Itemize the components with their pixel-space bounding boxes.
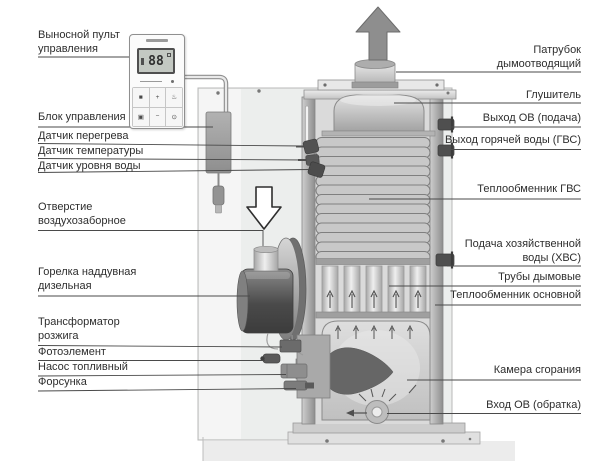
burner [236, 237, 331, 399]
heating-supply-port [437, 118, 455, 131]
label-ignition-transformer: Трансформатор розжига [38, 316, 120, 342]
label-dhw-heat-exchanger: Теплообменник ГВС [477, 183, 581, 195]
remote-button-grid: ■ + ♨ ▣ − ⊙ [132, 87, 183, 127]
ignition-transformer [279, 339, 302, 353]
dhw-coil [315, 137, 431, 263]
flue-gas-flow-arrows [326, 289, 422, 308]
floor-shadow [202, 437, 515, 461]
remote-brand-mark [146, 39, 168, 42]
control-cable-connector [212, 185, 225, 214]
lcd-digits: 88 [148, 53, 164, 69]
mode-icon: ■ [133, 88, 149, 107]
power-icon: ⊙ [166, 107, 182, 126]
cold-water-inlet-port [435, 253, 455, 267]
smoke-tubes [315, 258, 431, 319]
label-diesel-burner: Горелка наддувная дизельная [38, 266, 137, 292]
plus-icon: + [149, 88, 166, 107]
exhaust-arrow-up-icon [355, 6, 401, 61]
indicator-dot [171, 80, 174, 83]
label-smoke-tubes: Трубы дымовые [498, 271, 581, 283]
label-muffler: Глушитель [525, 89, 581, 101]
label-overheat-sensor: Датчик перегрева [38, 130, 129, 142]
dhw-outlet-port [437, 144, 455, 157]
label-main-heat-exchanger: Теплообменник основной [450, 289, 581, 301]
flue-pipe [351, 56, 399, 89]
label-heating-outlet: Выход ОВ (подача) [482, 112, 581, 124]
label-fuel-pump: Насос топливный [38, 361, 128, 373]
base-plate [287, 422, 481, 445]
label-temperature-sensor: Датчик температуры [38, 145, 144, 157]
leader-lines [37, 56, 581, 414]
air-intake-arrow-down-icon [246, 186, 282, 230]
label-dhw-outlet: Выход горячей воды (ГВС) [444, 134, 581, 146]
air-intake-stub [253, 245, 279, 272]
muffler [321, 94, 436, 137]
label-air-intake-opening: Отверстие воздухозаборное [38, 201, 126, 227]
label-water-level-sensor: Датчик уровня воды [38, 160, 141, 172]
label-remote-control: Выносной пульт управления [38, 29, 120, 55]
wall-sensors [296, 138, 326, 178]
label-combustion-chamber: Камера сгорания [493, 364, 581, 376]
remote-lcd-display: 88 [137, 48, 175, 74]
fuel-pump [280, 363, 308, 379]
label-heating-return: Вход ОВ (обратка) [486, 399, 581, 411]
flame [322, 347, 394, 395]
label-photocell: Фотоэлемент [38, 346, 106, 358]
label-control-unit: Блок управления [38, 111, 126, 123]
return-ring [358, 388, 397, 424]
program-icon: ▣ [133, 107, 149, 126]
lcd-degree-mark [167, 53, 171, 57]
remote-indicator-row [140, 80, 174, 83]
nozzle [283, 380, 314, 391]
overheat-sensor [302, 138, 320, 155]
chamber-flow-ticks [335, 324, 413, 339]
label-flue-outlet: Патрубок дымоотводящий [496, 44, 581, 70]
remote-control-panel: 88 ■ + ♨ ▣ − ⊙ [129, 34, 185, 129]
photocell [260, 353, 281, 364]
combustion-chamber [321, 320, 431, 424]
remote-wire [182, 74, 229, 112]
dhw-icon: ♨ [166, 88, 182, 107]
label-nozzle: Форсунка [38, 376, 87, 388]
return-flow-arrow-icon [346, 409, 367, 417]
label-cold-water-supply: Подача хозяйственной воды (ХВС) [464, 238, 581, 264]
minus-icon: − [149, 107, 166, 126]
lcd-segment-left [141, 58, 144, 65]
water-level-sensor [307, 161, 326, 178]
